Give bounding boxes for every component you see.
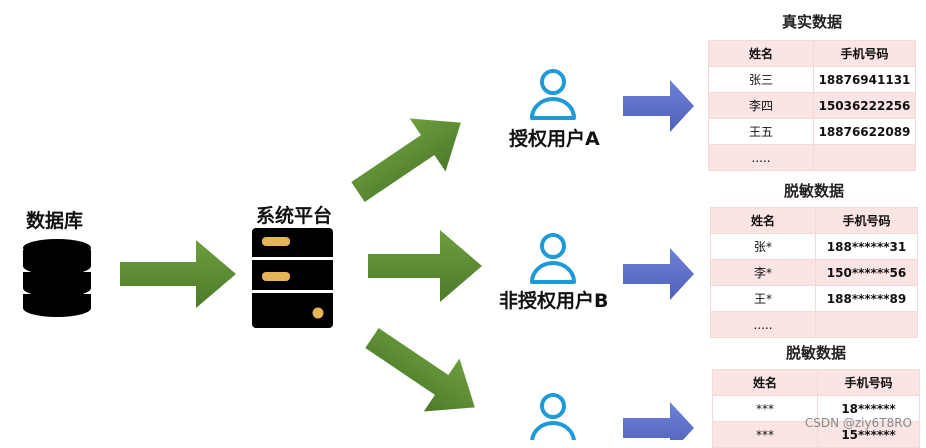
table-row: 张*188******31 xyxy=(710,233,918,260)
cell-name: 王五 xyxy=(708,118,814,145)
arrow-user-b-to-table xyxy=(623,248,694,300)
cell-phone: 18876622089 xyxy=(813,118,916,145)
table-row: 王*188******89 xyxy=(710,285,918,312)
platform-label: 系统平台 xyxy=(256,205,333,227)
cell-phone: 188******31 xyxy=(815,233,918,260)
cell-name: *** xyxy=(712,395,818,422)
header-phone: 手机号码 xyxy=(817,369,920,396)
table-row: ***18****** xyxy=(712,395,920,422)
user-icon xyxy=(530,393,576,440)
masked-data-table: 姓名手机号码 张*188******31 李*150******56 王*188… xyxy=(710,207,918,338)
table-title-masked-2: 脱敏数据 xyxy=(785,344,846,362)
user-b-label: 非授权用户B xyxy=(499,290,609,312)
arrow-platform-to-user-c xyxy=(365,328,475,412)
cell-phone: 18876941131 xyxy=(813,66,916,93)
header-name: 姓名 xyxy=(710,207,816,234)
database-icon xyxy=(21,239,93,317)
cell-phone: 18****** xyxy=(817,395,920,422)
masked-data-table-2: 姓名手机号码 ***18****** ***15****** xyxy=(712,369,920,448)
cell-name: 张* xyxy=(710,233,816,260)
cell-name: 张三 xyxy=(708,66,814,93)
database-label: 数据库 xyxy=(26,210,84,232)
cell-phone xyxy=(815,311,918,338)
header-name: 姓名 xyxy=(712,369,818,396)
user-icon xyxy=(530,69,576,120)
cell-name: ..... xyxy=(710,311,816,338)
table-title-masked: 脱敏数据 xyxy=(783,182,844,200)
cell-name: *** xyxy=(712,421,818,448)
arrow-user-a-to-table xyxy=(623,80,694,132)
cell-phone: 15036222256 xyxy=(813,92,916,119)
table-row: 李*150******56 xyxy=(710,259,918,286)
cell-phone: 188******89 xyxy=(815,285,918,312)
header-phone: 手机号码 xyxy=(813,40,916,67)
table-title-real: 真实数据 xyxy=(781,13,842,31)
header-phone: 手机号码 xyxy=(815,207,918,234)
cell-name: ..... xyxy=(708,144,814,171)
user-a-label: 授权用户A xyxy=(509,128,600,150)
server-icon xyxy=(252,228,333,328)
arrow-platform-to-user-a xyxy=(351,118,461,202)
arrow-user-c-to-table xyxy=(623,402,694,440)
user-icon xyxy=(530,233,576,284)
cell-phone: 150******56 xyxy=(815,259,918,286)
cell-name: 王* xyxy=(710,285,816,312)
table-row: ..... xyxy=(708,144,916,171)
arrow-platform-to-user-b xyxy=(368,230,482,302)
cell-name: 李* xyxy=(710,259,816,286)
table-row: ..... xyxy=(710,311,918,338)
cell-name: 李四 xyxy=(708,92,814,119)
watermark: CSDN @ziy6T8RO xyxy=(804,416,912,430)
header-name: 姓名 xyxy=(708,40,814,67)
cell-phone xyxy=(813,144,916,171)
arrow-db-to-platform xyxy=(120,240,236,308)
